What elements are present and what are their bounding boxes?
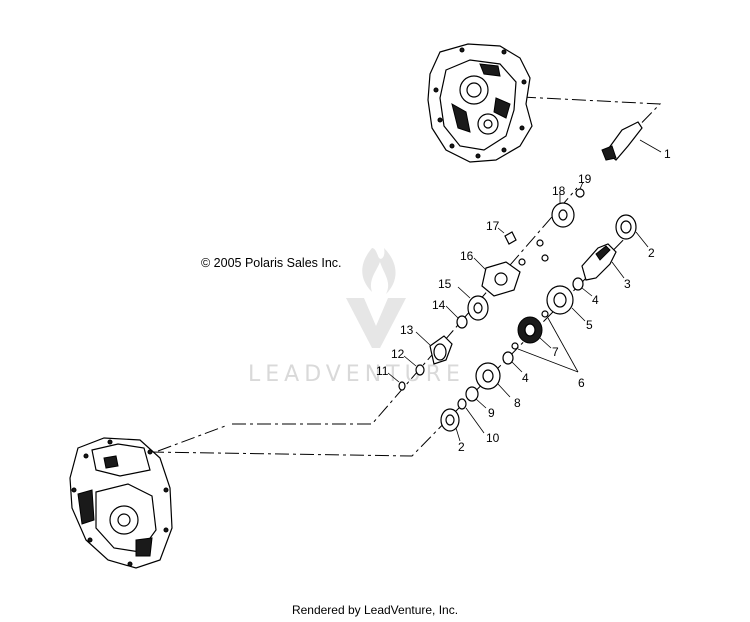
callout-label: 18 bbox=[552, 184, 566, 198]
gear-shaft-parts bbox=[440, 214, 649, 442]
callout-label: 3 bbox=[624, 277, 631, 291]
callout-label: 19 bbox=[578, 172, 592, 186]
callout-label: 17 bbox=[486, 219, 500, 233]
callout-label: 6 bbox=[578, 376, 585, 390]
callout-label: 4 bbox=[592, 293, 599, 307]
callout-label: 4 bbox=[522, 371, 529, 385]
leadventure-logo-icon bbox=[346, 248, 406, 348]
watermark: LEADVENTURE bbox=[248, 248, 465, 387]
idler-shaft-parts bbox=[387, 181, 585, 391]
callout-label: 8 bbox=[514, 396, 521, 410]
callout-label: 10 bbox=[486, 431, 500, 445]
callout-label: 14 bbox=[432, 298, 446, 312]
copyright-text: © 2005 Polaris Sales Inc. bbox=[201, 256, 342, 270]
callout-label: 2 bbox=[458, 440, 465, 454]
part-1-fitting bbox=[601, 121, 662, 161]
callout-label: 1 bbox=[664, 147, 671, 161]
callout-label: 16 bbox=[460, 249, 474, 263]
callout-label: 15 bbox=[438, 277, 452, 291]
callout-label: 12 bbox=[391, 347, 405, 361]
callout-label: 9 bbox=[488, 406, 495, 420]
watermark-text: LEADVENTURE bbox=[248, 362, 465, 387]
callout-label: 2 bbox=[648, 246, 655, 260]
transmission-case-housing bbox=[69, 437, 173, 569]
callout-label: 5 bbox=[586, 318, 593, 332]
footer-text: Rendered by LeadVenture, Inc. bbox=[291, 603, 459, 617]
callout-label: 13 bbox=[400, 323, 414, 337]
centerlines bbox=[149, 96, 662, 457]
callout-label: 11 bbox=[376, 364, 389, 378]
callout-label: 7 bbox=[552, 345, 559, 359]
callout-labels: 1 2 3 4 5 6 7 4 8 9 10 2 11 12 13 14 15 … bbox=[376, 147, 671, 454]
transmission-case-cover bbox=[427, 43, 533, 163]
